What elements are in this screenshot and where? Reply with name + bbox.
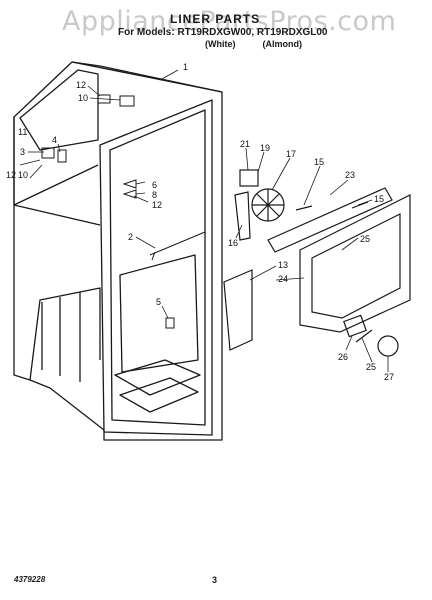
callout-27: 27 [384, 372, 394, 382]
model-variants: (White) (Almond) [205, 39, 302, 49]
callout-15: 15 [314, 157, 324, 167]
callout-19: 19 [260, 143, 270, 153]
model-list: For Models: RT19RDXGW00, RT19RDXGL00 [118, 27, 328, 38]
callout-23: 23 [345, 170, 355, 180]
screw-part-25 [355, 329, 373, 343]
callout-15: 15 [374, 194, 384, 204]
callout-12: 12 [76, 80, 86, 90]
liner-upper-compartment [19, 69, 99, 151]
liner-ridge [41, 292, 81, 382]
callout-8: 8 [152, 190, 157, 200]
callout-5: 5 [156, 297, 161, 307]
liner-inner-frame [109, 109, 206, 426]
control-part-4 [57, 149, 67, 163]
clip-part-8 [122, 189, 137, 199]
screw-part-15 [295, 201, 369, 211]
callout-16: 16 [228, 238, 238, 248]
callout-25: 25 [366, 362, 376, 372]
callout-12: 12 [152, 200, 162, 210]
callout-25: 25 [360, 234, 370, 244]
thermostat-part-3 [41, 147, 55, 159]
fan-motor-part-19 [239, 169, 259, 187]
liner-floor-tray [114, 359, 201, 396]
watermark: AppliancePartsPros.com [62, 6, 397, 37]
callout-26: 26 [338, 352, 348, 362]
callout-2: 2 [128, 232, 133, 242]
light-socket-part-11 [119, 95, 135, 107]
page-number: 3 [212, 575, 218, 585]
damper-part-26 [343, 314, 367, 338]
cover-inner-panel [311, 213, 401, 319]
callout-12: 12 [6, 170, 16, 180]
evaporator-cover-part-24 [299, 194, 411, 333]
callout-10: 10 [78, 93, 88, 103]
callout-21: 21 [240, 139, 250, 149]
liner-lower-recess [119, 254, 199, 373]
liner-bottom-edge [29, 287, 101, 381]
fan-shroud-part-23 [267, 187, 393, 253]
document-number: 4379228 [14, 575, 46, 584]
fan-blade-detail [252, 189, 284, 221]
liner-front-frame [99, 99, 213, 436]
callout-11: 11 [18, 127, 27, 137]
harness-part-2 [149, 231, 206, 261]
variant-white: (White) [205, 39, 236, 49]
variant-almond: (Almond) [262, 39, 303, 49]
duct-part-13 [223, 269, 253, 351]
knob-part-27 [377, 335, 399, 357]
liner-divider [13, 164, 99, 206]
liner-outline [13, 61, 223, 441]
liner-top-rim [71, 61, 223, 93]
page-title: LINER PARTS [170, 12, 261, 26]
callout-6: 6 [152, 180, 157, 190]
callout-1: 1 [183, 62, 188, 72]
callout-10: 10 [18, 170, 28, 180]
callout-4: 4 [52, 135, 57, 145]
callout-3: 3 [20, 147, 25, 157]
callout-17: 17 [286, 149, 296, 159]
bracket-part-5 [165, 317, 175, 329]
motor-bracket-part-16 [234, 191, 251, 241]
callout-13: 13 [278, 260, 288, 270]
clip-part-6 [122, 179, 137, 189]
callout-24: 24 [278, 274, 288, 284]
liner-floor-step [119, 377, 199, 413]
